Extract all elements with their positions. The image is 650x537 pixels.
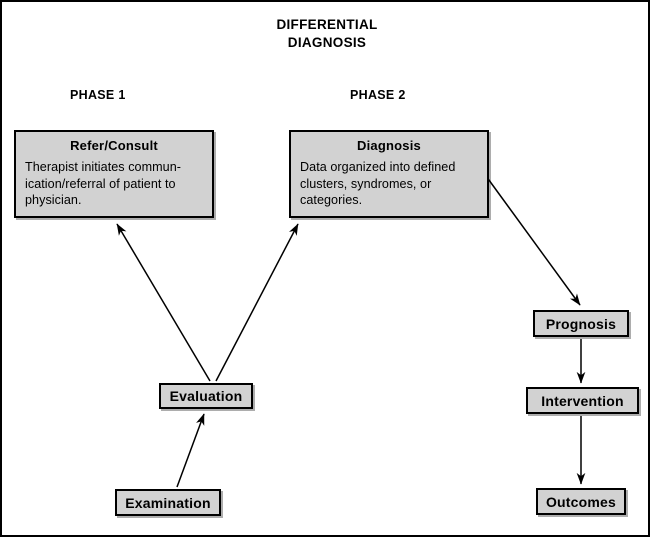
node-diagnosis-body: Data organized into defined clusters, sy…	[300, 159, 478, 209]
arrow-diagnosis-to-prognosis	[485, 175, 581, 306]
node-examination-label: Examination	[125, 494, 211, 511]
arrow-examination-to-evaluation	[176, 413, 205, 488]
phase-1-label: PHASE 1	[70, 88, 126, 102]
node-diagnosis-title: Diagnosis	[357, 138, 421, 153]
node-evaluation[interactable]: Evaluation	[159, 383, 253, 409]
node-refer-consult-body-line-3: physician.	[25, 193, 82, 207]
node-diagnosis-body-line-3: categories.	[300, 193, 363, 207]
node-outcomes[interactable]: Outcomes	[536, 488, 626, 515]
node-examination[interactable]: Examination	[115, 489, 221, 516]
arrow-evaluation-to-refer-consult	[116, 223, 211, 382]
phase-2-label: PHASE 2	[350, 88, 406, 102]
page-title: DIFFERENTIAL DIAGNOSIS	[2, 16, 648, 52]
page-title-line-2: DIAGNOSIS	[287, 35, 367, 50]
node-prognosis[interactable]: Prognosis	[533, 310, 629, 337]
page-title-line-1: DIFFERENTIAL	[276, 17, 378, 32]
node-refer-consult-title: Refer/Consult	[70, 138, 158, 153]
arrow-evaluation-to-diagnosis	[215, 223, 299, 382]
node-refer-consult[interactable]: Refer/Consult Therapist initiates commun…	[14, 130, 214, 218]
node-evaluation-label: Evaluation	[169, 388, 243, 404]
node-intervention-label: Intervention	[541, 392, 624, 409]
node-refer-consult-body: Therapist initiates commun- ication/refe…	[25, 159, 203, 209]
node-refer-consult-body-line-2: ication/referral of patient to	[25, 176, 176, 191]
node-diagnosis-body-line-1: Data organized into defined	[300, 160, 456, 174]
node-diagnosis[interactable]: Diagnosis Data organized into defined cl…	[289, 130, 489, 218]
node-outcomes-label: Outcomes	[545, 493, 617, 510]
node-intervention[interactable]: Intervention	[526, 387, 639, 414]
node-prognosis-label: Prognosis	[545, 315, 617, 332]
node-diagnosis-body-line-2: clusters, syndromes, or	[300, 176, 432, 191]
node-refer-consult-body-line-1: Therapist initiates commun-	[25, 160, 182, 174]
